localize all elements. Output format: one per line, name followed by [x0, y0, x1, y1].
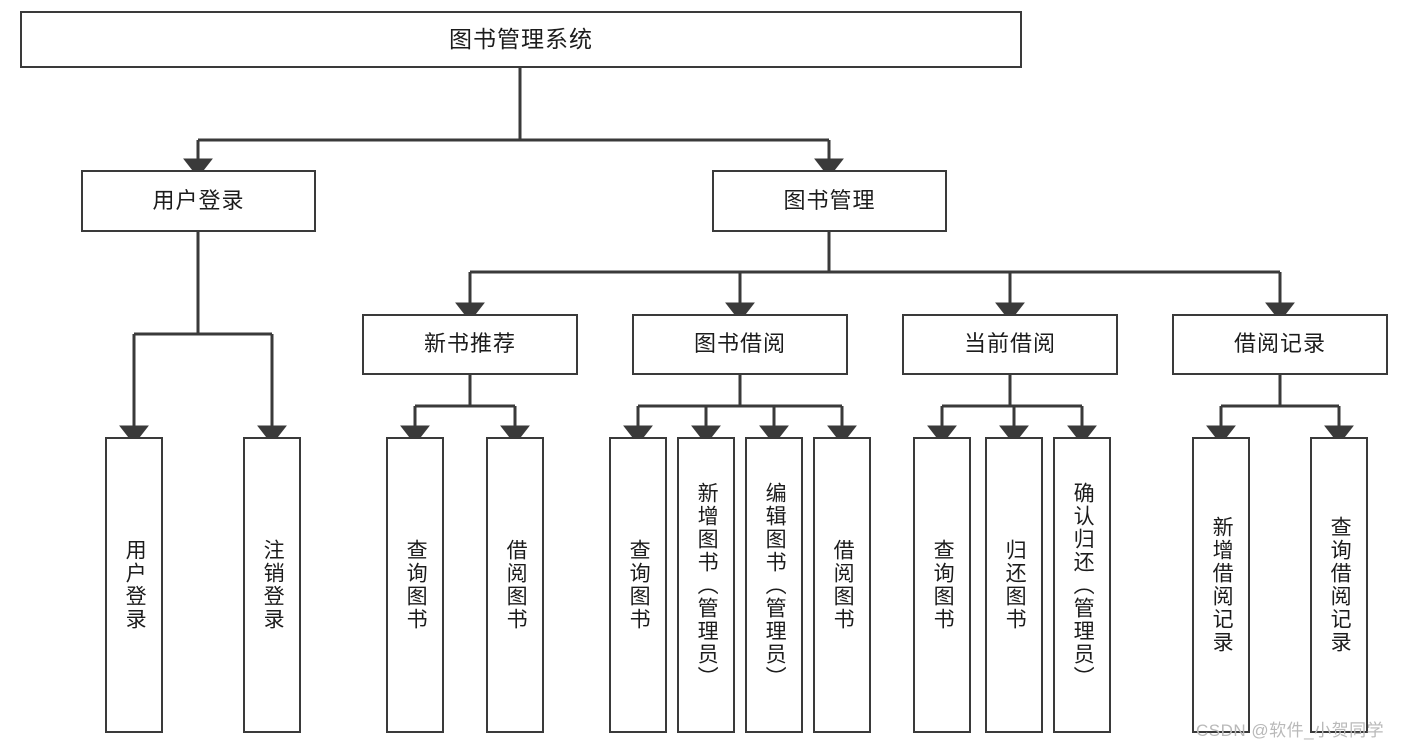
node-leaf-query-book-1[interactable]: 查询图书	[386, 437, 444, 733]
node-label: 当前借阅	[963, 331, 1056, 357]
node-label: 查询借阅记录	[1328, 516, 1352, 654]
node-leaf-user-login[interactable]: 用户登录	[105, 437, 163, 733]
node-borrow-record[interactable]: 借阅记录	[1172, 314, 1388, 375]
node-label: 新增图书（管理员）	[695, 481, 719, 689]
node-root[interactable]: 图书管理系统	[20, 11, 1022, 68]
node-label: 图书管理	[783, 187, 876, 213]
node-leaf-query-book-2[interactable]: 查询图书	[609, 437, 667, 733]
csdn-watermark: CSDN @软件_小贺同学	[1196, 721, 1385, 740]
edge-group	[119, 68, 1354, 445]
node-leaf-user-logout[interactable]: 注销登录	[243, 437, 301, 733]
node-label: 查询图书	[627, 539, 651, 631]
node-new-book-recommend[interactable]: 新书推荐	[362, 314, 578, 375]
node-user-login[interactable]: 用户登录	[81, 170, 316, 232]
node-label: 图书管理系统	[449, 25, 593, 52]
node-leaf-confirm-return-admin[interactable]: 确认归还（管理员）	[1053, 437, 1111, 733]
node-label: 图书借阅	[693, 331, 786, 357]
node-label: 新书推荐	[423, 331, 516, 357]
node-book-borrow[interactable]: 图书借阅	[632, 314, 848, 375]
node-label: 查询图书	[931, 539, 955, 631]
node-current-borrow[interactable]: 当前借阅	[902, 314, 1118, 375]
node-leaf-return-book[interactable]: 归还图书	[985, 437, 1043, 733]
node-label: 查询图书	[404, 539, 428, 631]
node-label: 新增借阅记录	[1210, 516, 1234, 654]
node-leaf-borrow-book-2[interactable]: 借阅图书	[813, 437, 871, 733]
node-label: 归还图书	[1003, 539, 1027, 631]
node-label: 编辑图书（管理员）	[763, 481, 787, 689]
node-leaf-borrow-book-1[interactable]: 借阅图书	[486, 437, 544, 733]
node-leaf-query-borrow-record[interactable]: 查询借阅记录	[1310, 437, 1368, 733]
node-label: 借阅图书	[831, 539, 855, 631]
node-label: 用户登录	[152, 187, 245, 213]
node-label: 借阅记录	[1233, 331, 1326, 357]
node-leaf-add-borrow-record[interactable]: 新增借阅记录	[1192, 437, 1250, 733]
node-leaf-edit-book-admin[interactable]: 编辑图书（管理员）	[745, 437, 803, 733]
node-leaf-add-book-admin[interactable]: 新增图书（管理员）	[677, 437, 735, 733]
node-label: 用户登录	[123, 539, 147, 631]
node-leaf-query-book-3[interactable]: 查询图书	[913, 437, 971, 733]
node-label: 确认归还（管理员）	[1071, 481, 1095, 689]
node-label: 借阅图书	[504, 539, 528, 631]
node-book-management[interactable]: 图书管理	[712, 170, 947, 232]
node-label: 注销登录	[261, 539, 285, 631]
